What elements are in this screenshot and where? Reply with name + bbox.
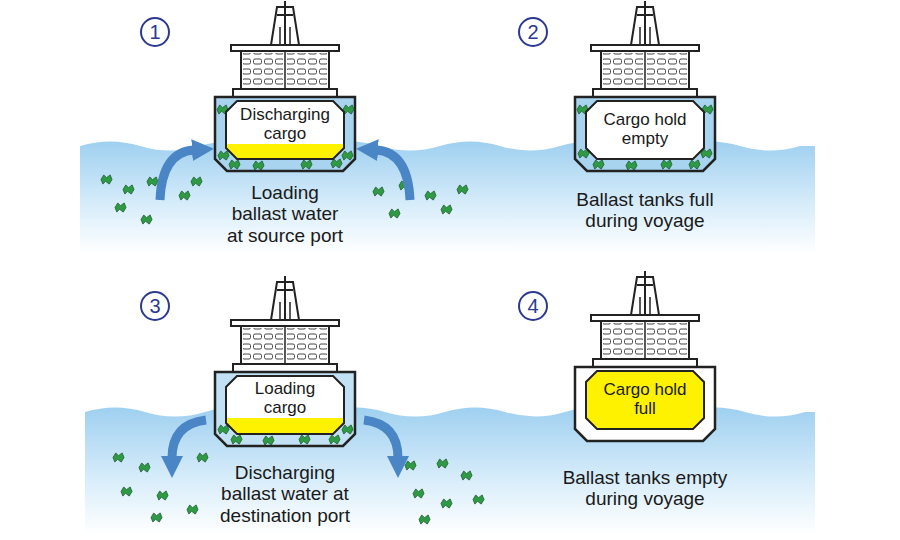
cargo-hold: Cargo hold empty (586, 101, 704, 159)
step-caption: Ballast tanks empty during voyage (550, 467, 740, 510)
cargo-hold-text: Discharging cargo (236, 106, 334, 143)
cargo-hold: Cargo hold full (586, 371, 704, 429)
cargo-hold-shape (226, 376, 344, 434)
ship-hull (575, 97, 715, 171)
discharge-arrow (364, 420, 398, 458)
ship-superstructure (231, 1, 339, 97)
ship-superstructure (591, 271, 699, 367)
step-number-circle: 1 (140, 17, 170, 47)
ship-superstructure (231, 276, 339, 372)
callout-number: 2 (527, 22, 538, 42)
step-number-circle: 2 (518, 17, 548, 47)
cargo-hold-shape (226, 101, 344, 159)
cargo-hold-label: Cargo hold empty (596, 111, 694, 148)
discharge-arrow (172, 420, 206, 458)
step-number-circle: 4 (518, 291, 548, 321)
cargo-hold-text: Loading cargo (236, 380, 334, 417)
cargo-hold-text: Cargo hold full (596, 381, 694, 418)
step-caption: Discharging ballast water at destination… (207, 462, 363, 526)
ship-superstructure (591, 1, 699, 97)
callout-number: 3 (149, 296, 160, 316)
cargo-hold-label: Cargo hold full (596, 381, 694, 418)
intake-arrow (160, 150, 194, 200)
ship-hull (575, 367, 715, 441)
intake-arrow (376, 150, 410, 200)
step-caption: Loading ballast water at source port (224, 182, 346, 246)
callout-number: 4 (527, 296, 538, 316)
ship-hull (215, 372, 355, 446)
ship-hull (215, 97, 355, 171)
cargo-hold-shape (586, 101, 704, 159)
step-caption: Ballast tanks full during voyage (558, 189, 733, 232)
cargo-hold-label: Discharging cargo (236, 106, 334, 143)
cargo-hold-shape (586, 371, 704, 429)
cargo-hold: Loading cargo (226, 376, 344, 434)
cargo-hold-label: Loading cargo (236, 380, 334, 417)
cargo-hold-text: Cargo hold empty (596, 111, 694, 148)
callout-number: 1 (149, 22, 160, 42)
flow-arrows (160, 150, 410, 458)
cargo-hold: Discharging cargo (226, 101, 344, 159)
step-number-circle: 3 (140, 291, 170, 321)
